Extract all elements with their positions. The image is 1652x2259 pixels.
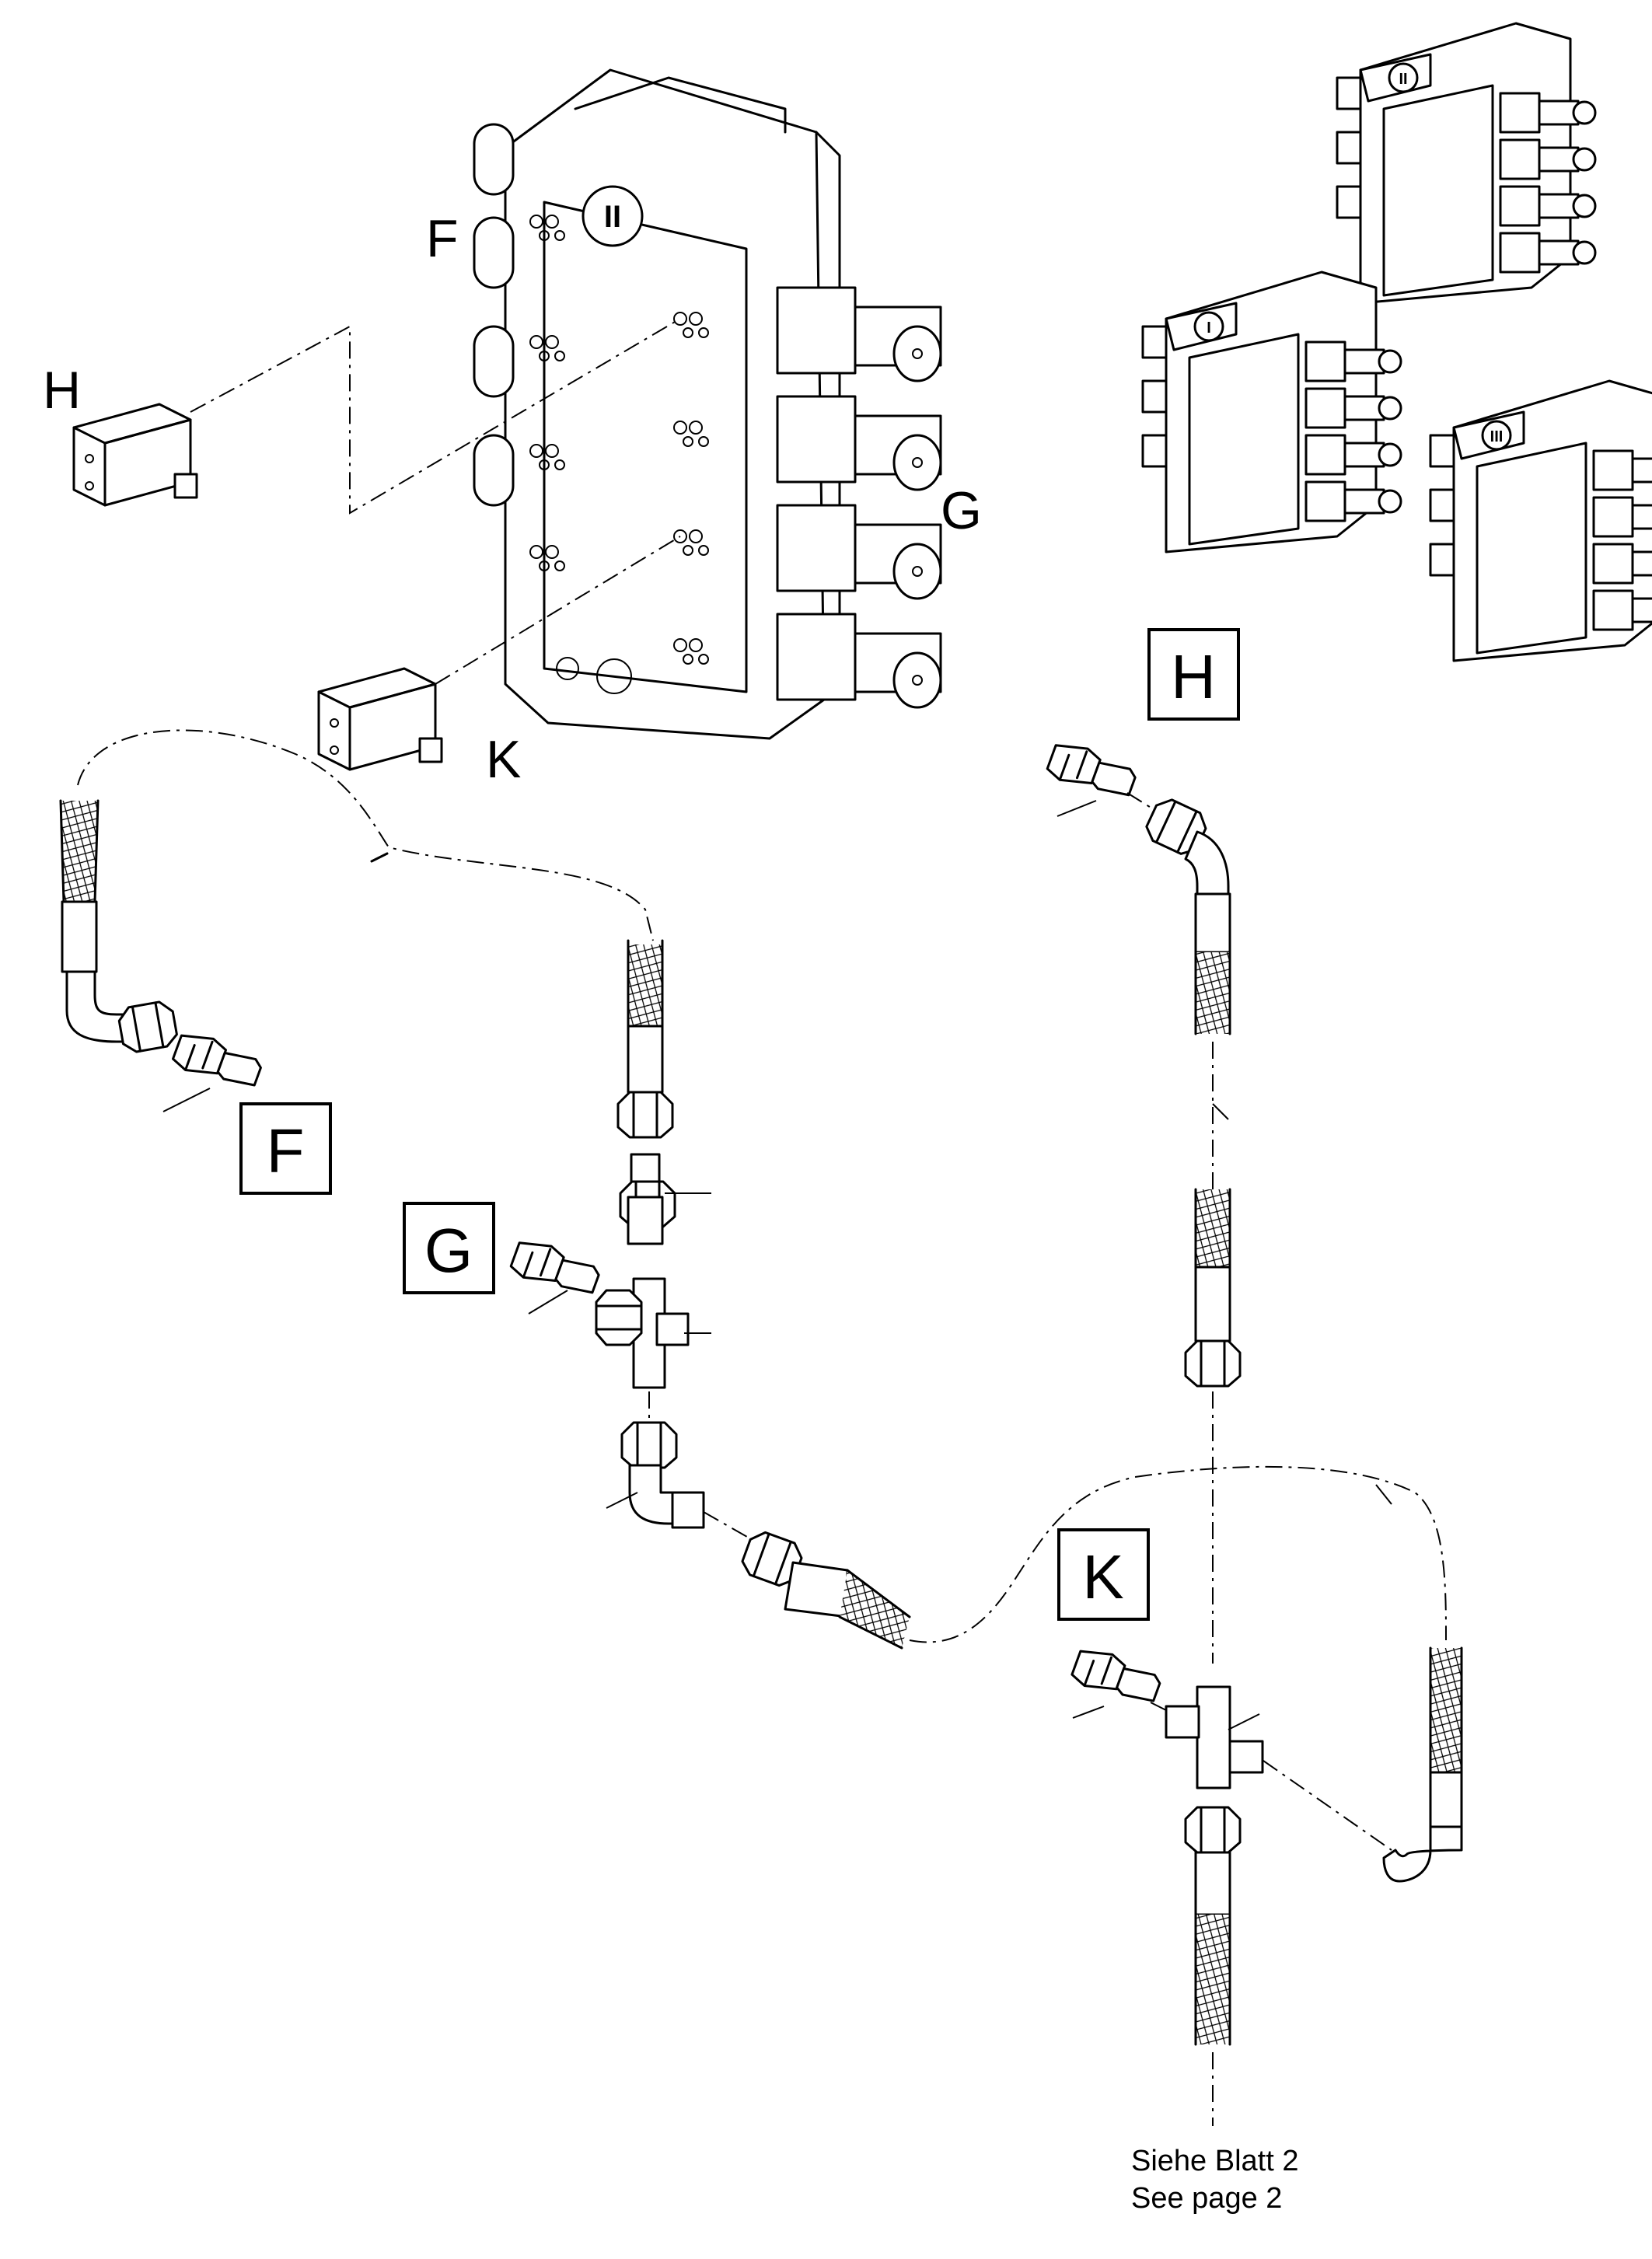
see-page-note-de: Siehe Blatt 2 — [1131, 2145, 1298, 2177]
block-id-text: II — [604, 200, 621, 234]
block-id-text: I — [1207, 319, 1211, 337]
callout-k-label: K — [486, 730, 521, 789]
section-box-g: G — [403, 1202, 495, 1294]
svg-text:F: F — [267, 1116, 305, 1185]
section-box-h: H — [1147, 628, 1240, 721]
port-stub — [473, 434, 515, 507]
valve-block-small-i: I — [1141, 271, 1402, 553]
callout-f-label: F — [426, 209, 459, 268]
valve-block-small-ii: II — [1336, 22, 1597, 305]
block-id-text: II — [1399, 71, 1407, 88]
valve-block-small-iii: III — [1429, 379, 1652, 662]
check-valve-k — [317, 667, 443, 771]
tee-fitting — [595, 1277, 711, 1389]
callout-h-label: H — [43, 361, 81, 420]
leader-line — [190, 318, 681, 515]
section-box-k: K — [1057, 1528, 1150, 1621]
block-id-badge — [582, 185, 644, 247]
elbow-fitting — [606, 1421, 705, 1529]
hose-assembly-g — [507, 939, 1447, 1650]
hose-assembly-f — [59, 729, 654, 1112]
block-id-text: III — [1490, 428, 1504, 445]
callout-g-label: G — [941, 481, 982, 540]
svg-text:H: H — [1171, 642, 1216, 711]
port-stub — [473, 325, 515, 398]
hose-assembly-k — [1068, 1643, 1463, 2126]
leader-line — [435, 536, 681, 685]
see-page-note-en: See page 2 — [1131, 2182, 1282, 2215]
main-valve-block: II — [473, 68, 942, 740]
port-stub — [473, 123, 515, 196]
svg-text:K: K — [1082, 1542, 1123, 1611]
check-valve-h — [72, 403, 198, 507]
svg-text:G: G — [424, 1216, 473, 1285]
solenoid-stack — [776, 286, 942, 709]
hose-assembly-h — [1043, 736, 1242, 1664]
cross-fitting — [1165, 1685, 1264, 1789]
port-stub — [473, 216, 515, 289]
section-box-f: F — [239, 1102, 332, 1195]
